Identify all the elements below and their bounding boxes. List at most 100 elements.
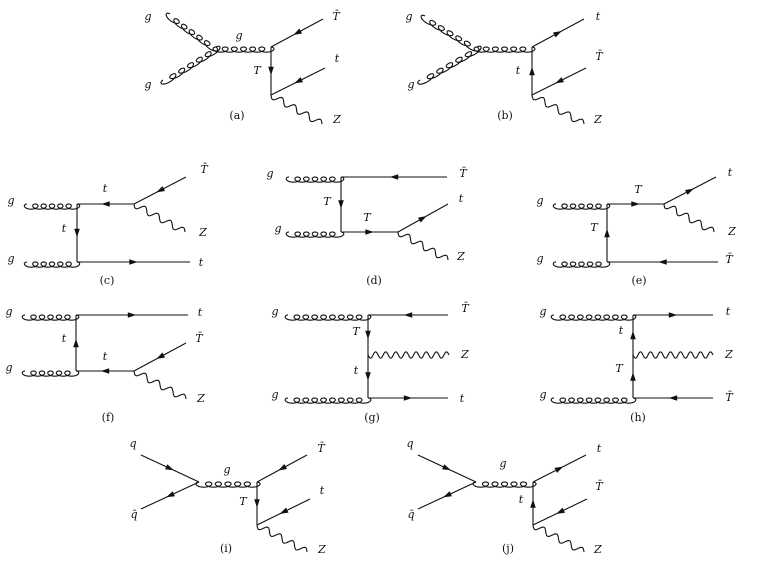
diagram-caption: (a) [229, 109, 244, 122]
arrow-head [442, 464, 451, 471]
particle-label: T̄ [725, 253, 734, 266]
particle-label: T̄ [332, 10, 341, 23]
arrow-head [417, 215, 427, 223]
particle-label: t [596, 10, 601, 23]
gluon-line [284, 314, 372, 321]
particle-label: T [590, 221, 599, 234]
arrow-head [556, 507, 565, 514]
particle-label: g [407, 78, 414, 91]
diagram-i: qq̄gTT̄tZ(i) [129, 437, 326, 556]
particle-label: g [274, 222, 281, 235]
arrow-head [294, 77, 304, 84]
particle-label: g [7, 252, 14, 265]
gluon-line [550, 397, 637, 404]
z-boson-line [397, 231, 449, 261]
particle-label: T [615, 362, 624, 375]
diagram-caption: (b) [497, 109, 513, 122]
arrow-head [668, 395, 678, 401]
arrow-head [530, 499, 536, 508]
gluon-line [23, 203, 81, 210]
particle-label: g [536, 252, 543, 265]
particle-label: g [144, 78, 151, 91]
particle-label: T̄ [461, 302, 470, 315]
particle-label: g [266, 167, 273, 180]
particle-label: T [634, 183, 643, 196]
particle-label: T̄ [317, 442, 326, 455]
gluon-line [285, 231, 345, 238]
particle-label: g [235, 29, 242, 42]
arrow-head [166, 491, 175, 498]
z-boson-line [270, 94, 323, 125]
arrow-head [389, 174, 399, 180]
particle-label: Z [727, 225, 736, 238]
arrow-head [529, 66, 535, 76]
arrow-head [74, 228, 80, 238]
gluon-line [195, 481, 261, 488]
gluon-line [212, 46, 275, 53]
arrow-head [73, 338, 79, 348]
diagram-caption: (c) [100, 274, 115, 287]
arrow-head [127, 312, 137, 318]
particle-label: t [103, 350, 108, 363]
arrow-head [668, 312, 678, 318]
particle-label: t [459, 192, 464, 205]
particle-label: t [460, 392, 465, 405]
particle-label: t [597, 442, 602, 455]
arrow-head [156, 352, 166, 359]
particle-label: t [728, 166, 733, 179]
arrow-head [279, 507, 289, 514]
particle-label: t [62, 222, 67, 235]
particle-label: T [352, 325, 361, 338]
particle-label: g [539, 388, 546, 401]
arrow-head [293, 28, 303, 35]
diagram-caption: (e) [631, 274, 646, 287]
particle-label: g [7, 194, 14, 207]
diagram-caption: (j) [502, 542, 514, 555]
arrow-head [101, 201, 110, 207]
arrow-head [684, 188, 694, 195]
z-boson-line [632, 351, 714, 359]
particle-label: T̄ [459, 167, 468, 180]
particle-label: Z [460, 348, 469, 361]
diagram-caption: (f) [102, 411, 115, 424]
particle-label: Z [724, 348, 733, 361]
gluon-line [21, 370, 80, 377]
particle-label: t [103, 182, 108, 195]
particle-label: Z [317, 543, 326, 556]
diagram-caption: (d) [366, 274, 382, 287]
particle-label: g [536, 194, 543, 207]
particle-label: q̄ [407, 508, 414, 521]
particle-label: t [519, 493, 524, 506]
diagram-caption: (h) [630, 411, 646, 424]
arrow-head [365, 372, 371, 381]
diagram-caption: (i) [220, 542, 232, 555]
arrow-head [403, 312, 413, 318]
particle-label: t [726, 305, 731, 318]
particle-label: Z [593, 543, 602, 556]
arrow-head [443, 491, 452, 498]
z-boson-line [532, 524, 585, 553]
gluon-line [165, 12, 219, 52]
gluon-line [417, 45, 482, 85]
particle-label: T [253, 64, 262, 77]
z-boson-line [133, 370, 187, 400]
particle-label: T̄ [195, 332, 204, 345]
arrow-head [403, 395, 413, 401]
arrow-head [604, 228, 610, 238]
z-boson-line [663, 203, 715, 233]
gluon-line [284, 397, 372, 404]
arrow-head [278, 464, 288, 471]
particle-label: Z [456, 250, 465, 263]
gluon-line [472, 481, 537, 488]
particle-label: t [320, 484, 325, 497]
particle-label: g [144, 10, 151, 23]
gluon-line [160, 45, 221, 85]
arrow-head [365, 330, 371, 340]
arrow-head [268, 66, 274, 76]
gluon-line [552, 261, 611, 268]
gluon-line [550, 314, 637, 321]
